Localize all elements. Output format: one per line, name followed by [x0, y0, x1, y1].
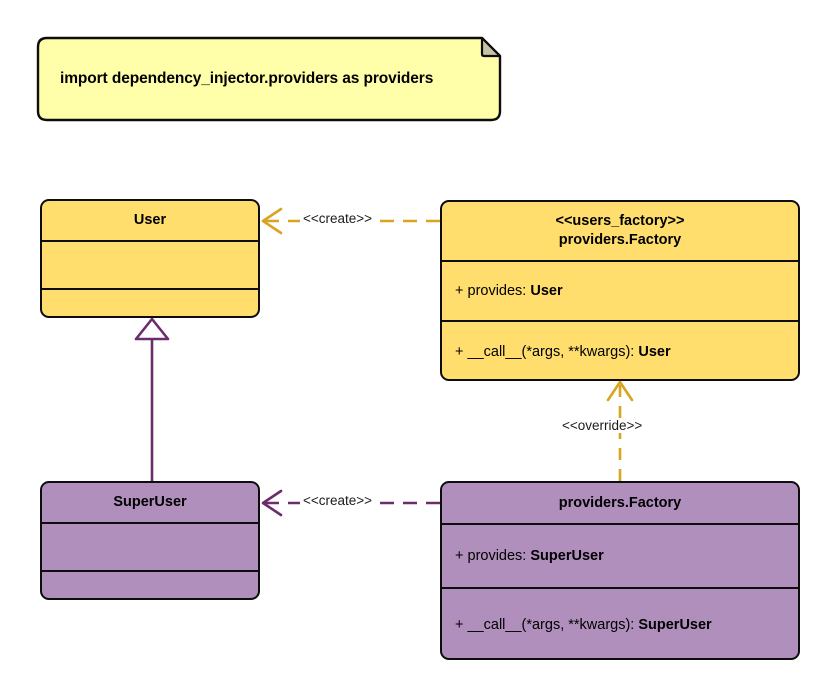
class-title-user-label: User	[133, 212, 167, 229]
class-title-superuser-factory-label: providers.Factory	[558, 494, 682, 511]
class-separator	[442, 320, 798, 323]
attribute-name: provides:	[467, 283, 527, 300]
note-import: import dependency_injector.providers as …	[38, 38, 500, 120]
class-separator	[42, 288, 258, 291]
method-visibility: +	[455, 617, 464, 634]
attribute-visibility: +	[455, 548, 464, 565]
class-attribute-row: + provides: User	[442, 262, 798, 320]
class-separator	[42, 240, 258, 243]
class-separator	[42, 522, 258, 525]
class-methods-superuser	[42, 572, 258, 598]
class-method-row: + __call__(*args, **kwargs): User	[442, 322, 798, 379]
class-attributes-user	[42, 242, 258, 288]
class-separator	[442, 260, 798, 263]
attribute-visibility: +	[455, 283, 464, 300]
class-method-row: + __call__(*args, **kwargs): SuperUser	[442, 589, 798, 658]
attribute-type: User	[530, 283, 563, 300]
method-type: User	[638, 344, 671, 361]
relation-create-bottom	[261, 489, 440, 517]
class-box-user[interactable]: User	[40, 199, 260, 318]
class-separator	[42, 570, 258, 573]
class-methods-user	[42, 290, 258, 316]
method-name: __call__(*args, **kwargs):	[467, 344, 635, 361]
class-stereotype-users-factory: <<users_factory>>	[555, 213, 685, 230]
class-title-users-factory: <<users_factory>> providers.Factory	[442, 202, 798, 260]
relation-create-top	[261, 207, 440, 235]
relation-label-override: <<override>>	[559, 418, 646, 433]
relation-label-create-bottom: <<create>>	[300, 493, 376, 508]
class-separator	[442, 523, 798, 526]
class-title-superuser: SuperUser	[42, 483, 258, 522]
class-title-superuser-label: SuperUser	[113, 494, 187, 511]
class-title-superuser-factory: providers.Factory	[442, 483, 798, 523]
attribute-type: SuperUser	[530, 548, 604, 565]
class-attributes-superuser	[42, 524, 258, 570]
method-type: SuperUser	[638, 617, 712, 634]
method-name: __call__(*args, **kwargs):	[467, 617, 635, 634]
method-visibility: +	[455, 344, 464, 361]
relation-label-create-top: <<create>>	[300, 211, 376, 226]
class-separator	[442, 587, 798, 590]
attribute-name: provides:	[467, 548, 527, 565]
class-box-users-factory[interactable]: <<users_factory>> providers.Factory + pr…	[440, 200, 800, 381]
class-box-superuser-factory[interactable]: providers.Factory + provides: SuperUser …	[440, 481, 800, 660]
class-title-user: User	[42, 201, 258, 240]
relation-inheritance	[134, 317, 170, 481]
note-text: import dependency_injector.providers as …	[60, 70, 434, 87]
class-attribute-row: + provides: SuperUser	[442, 525, 798, 587]
class-box-superuser[interactable]: SuperUser	[40, 481, 260, 600]
class-title-users-factory-label: providers.Factory	[558, 232, 682, 248]
note-shape	[36, 36, 502, 122]
